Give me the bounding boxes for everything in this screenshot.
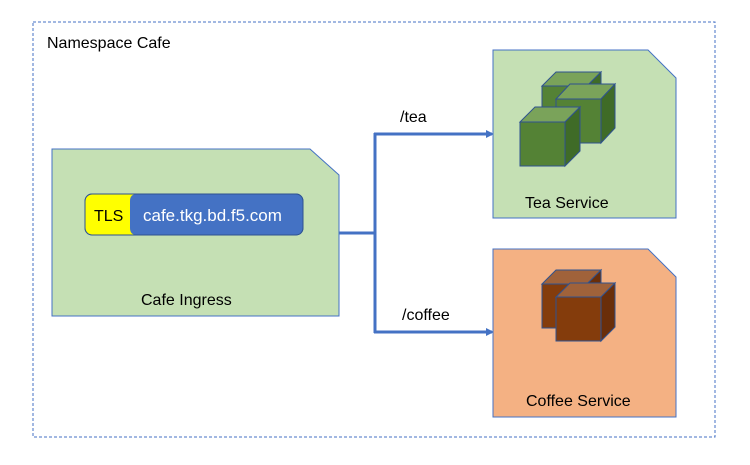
route-label-coffee: /coffee	[402, 307, 450, 324]
tea-cubes-icon	[518, 70, 617, 168]
tls-badge: TLS	[94, 208, 123, 225]
namespace-boundary	[32, 21, 716, 438]
ingress-label: Cafe Ingress	[141, 292, 232, 309]
coffee-service-label: Coffee Service	[526, 393, 631, 410]
namespace-title: Namespace Cafe	[47, 35, 171, 52]
route-label-tea: /tea	[400, 109, 427, 126]
tea-service[interactable]: Tea Service	[492, 49, 677, 219]
route-connectors	[339, 130, 494, 336]
tls-host-pill: TLS cafe.tkg.bd.f5.com	[84, 193, 304, 236]
coffee-service[interactable]: Coffee Service	[492, 248, 677, 418]
cafe-ingress[interactable]: TLS cafe.tkg.bd.f5.com Cafe Ingress	[51, 148, 340, 317]
tea-service-label: Tea Service	[525, 195, 609, 212]
ingress-host: cafe.tkg.bd.f5.com	[143, 206, 282, 225]
coffee-cubes-icon	[540, 268, 617, 343]
